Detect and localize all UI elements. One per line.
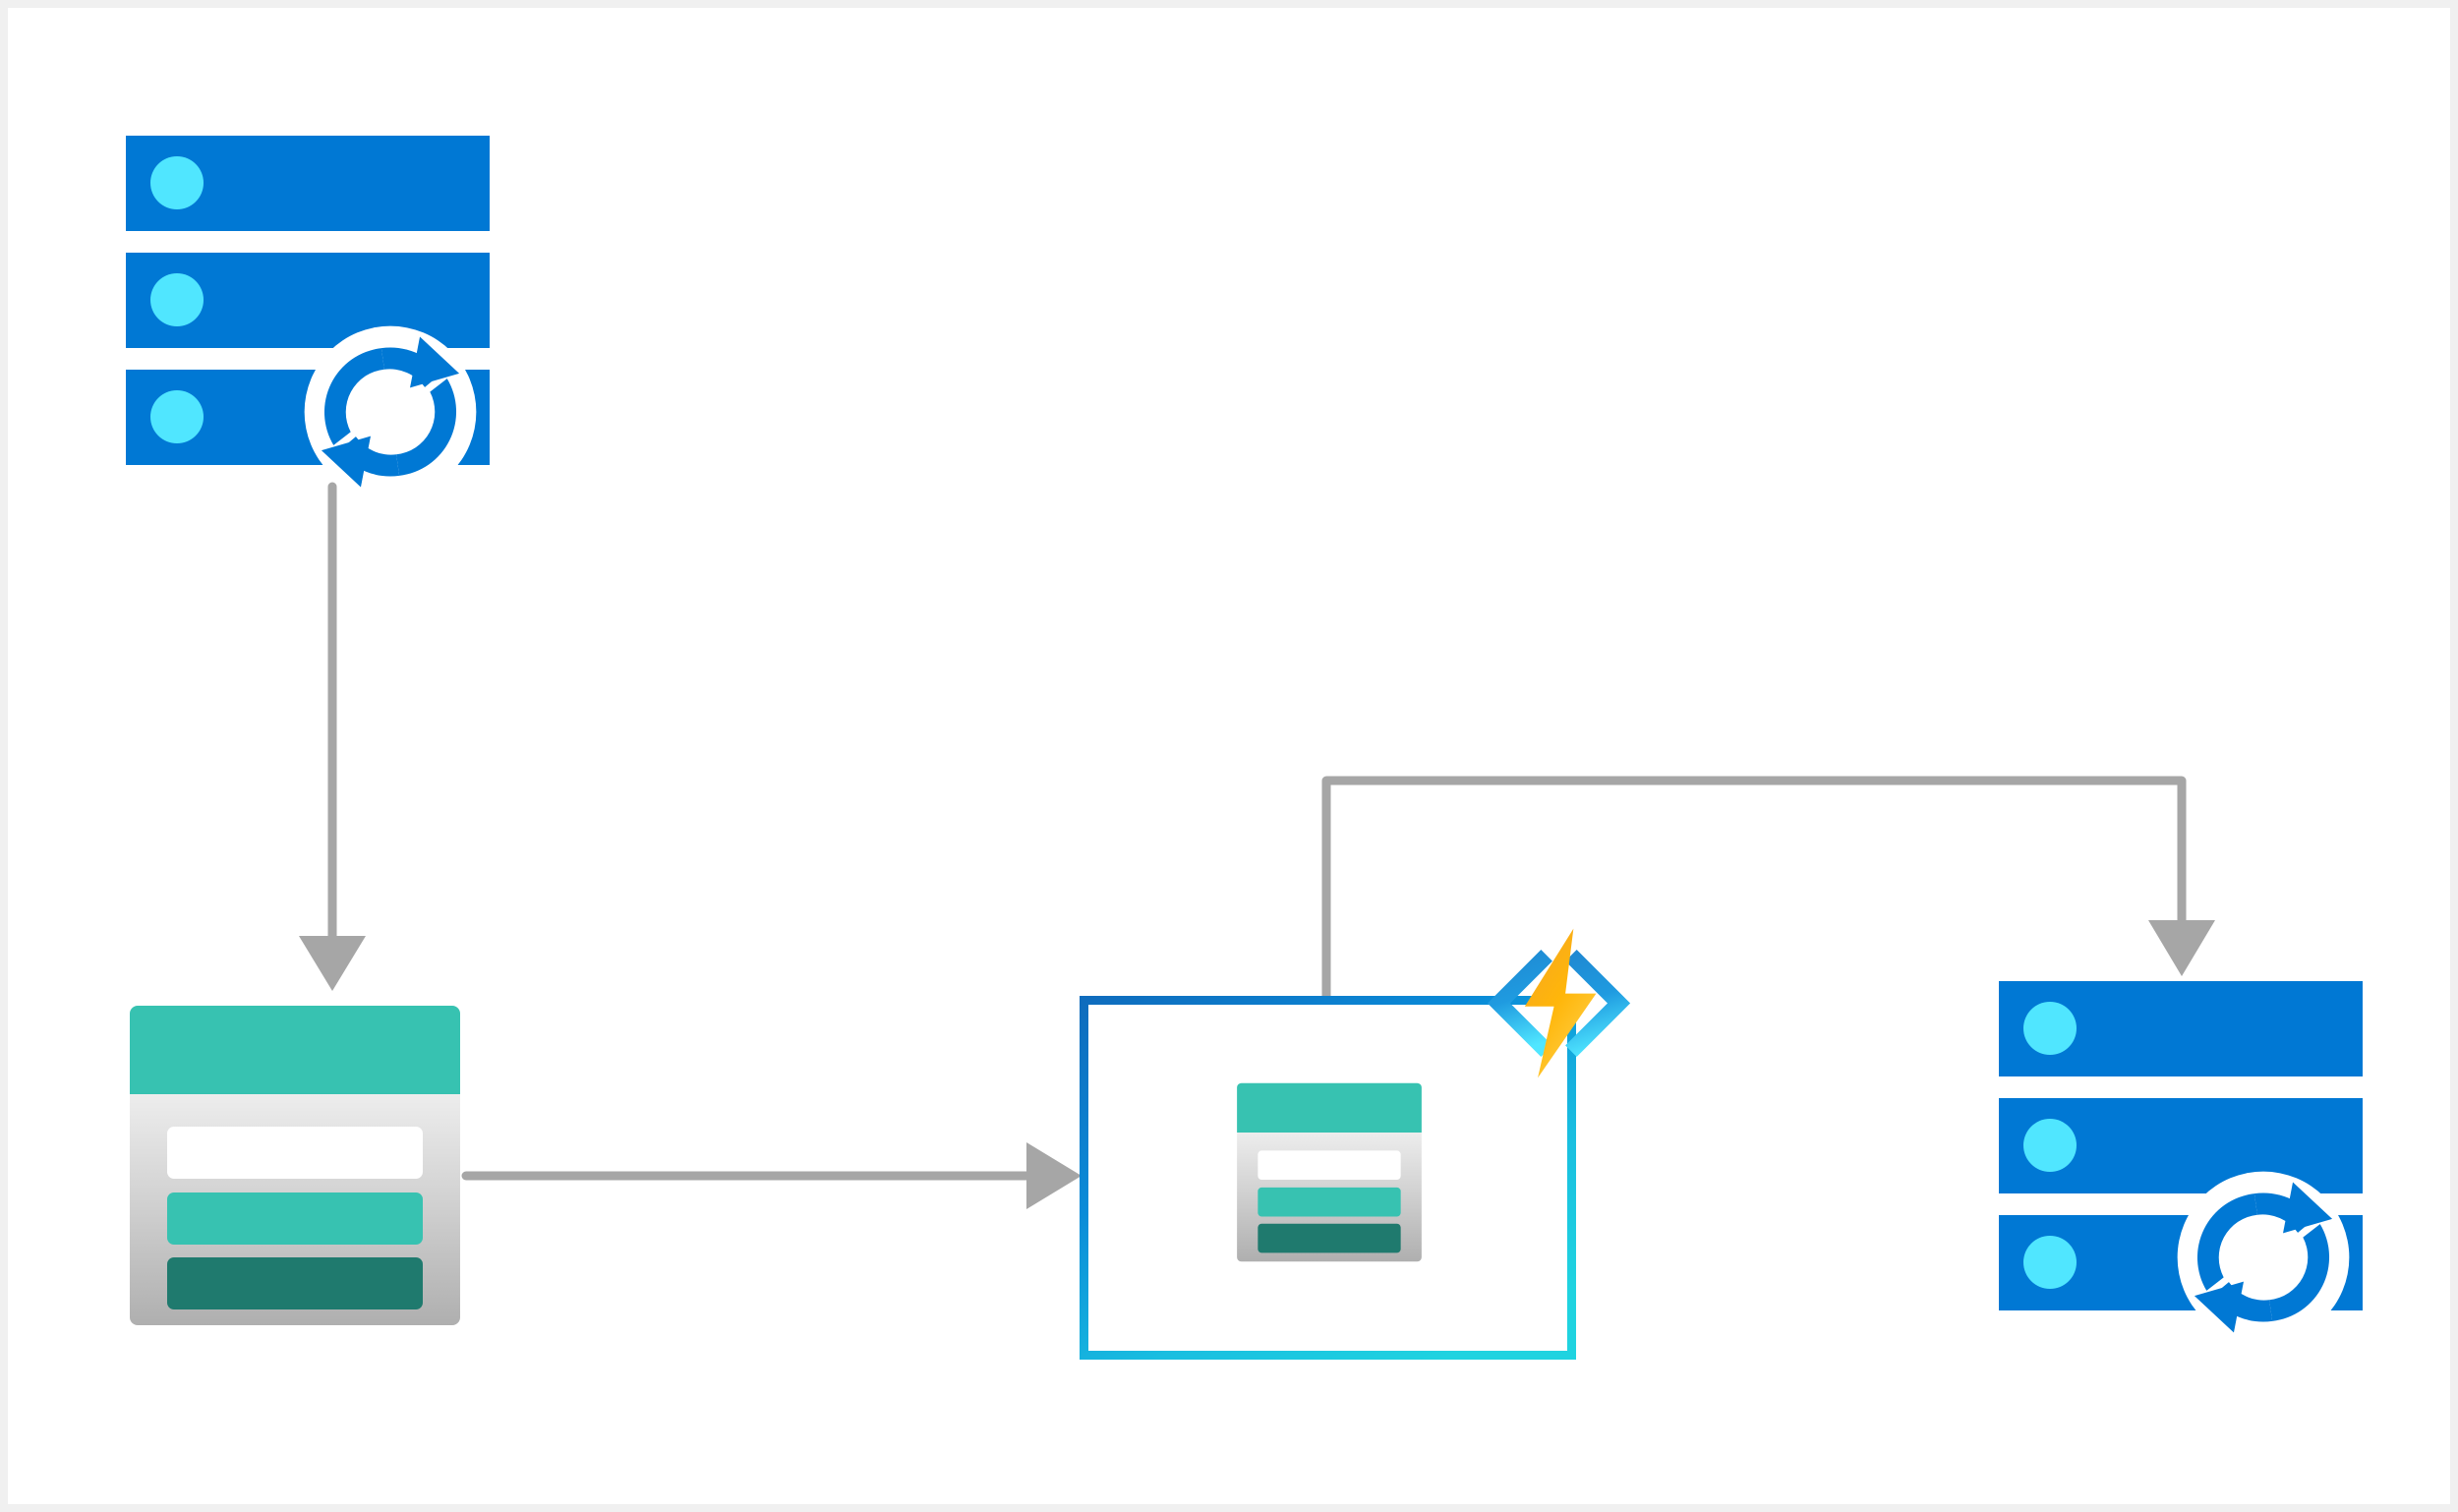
connector-layer: [299, 482, 2215, 1209]
connector-source-server-to-table: [299, 482, 366, 991]
sync-refresh-icon: [2177, 1171, 2350, 1344]
table-storage-icon: [130, 1006, 460, 1325]
sync-refresh-icon: [304, 325, 477, 498]
azure-function-app[interactable]: [1080, 928, 1631, 1360]
connector-function-to-target-server: [1321, 776, 2215, 1004]
target-database-server[interactable]: [1999, 981, 2363, 1344]
arrowhead-icon: [1026, 1142, 1082, 1209]
source-table-storage[interactable]: [130, 1006, 460, 1325]
arrowhead-icon: [2148, 920, 2215, 976]
connector-table-to-function: [461, 1142, 1082, 1209]
arrowhead-icon: [299, 936, 366, 991]
function-boundary-box[interactable]: [1080, 996, 1576, 1360]
source-database-server[interactable]: [126, 136, 490, 498]
diagram-svg: [126, 136, 2363, 1360]
function-inner-table-storage-icon: [1237, 1082, 1422, 1262]
